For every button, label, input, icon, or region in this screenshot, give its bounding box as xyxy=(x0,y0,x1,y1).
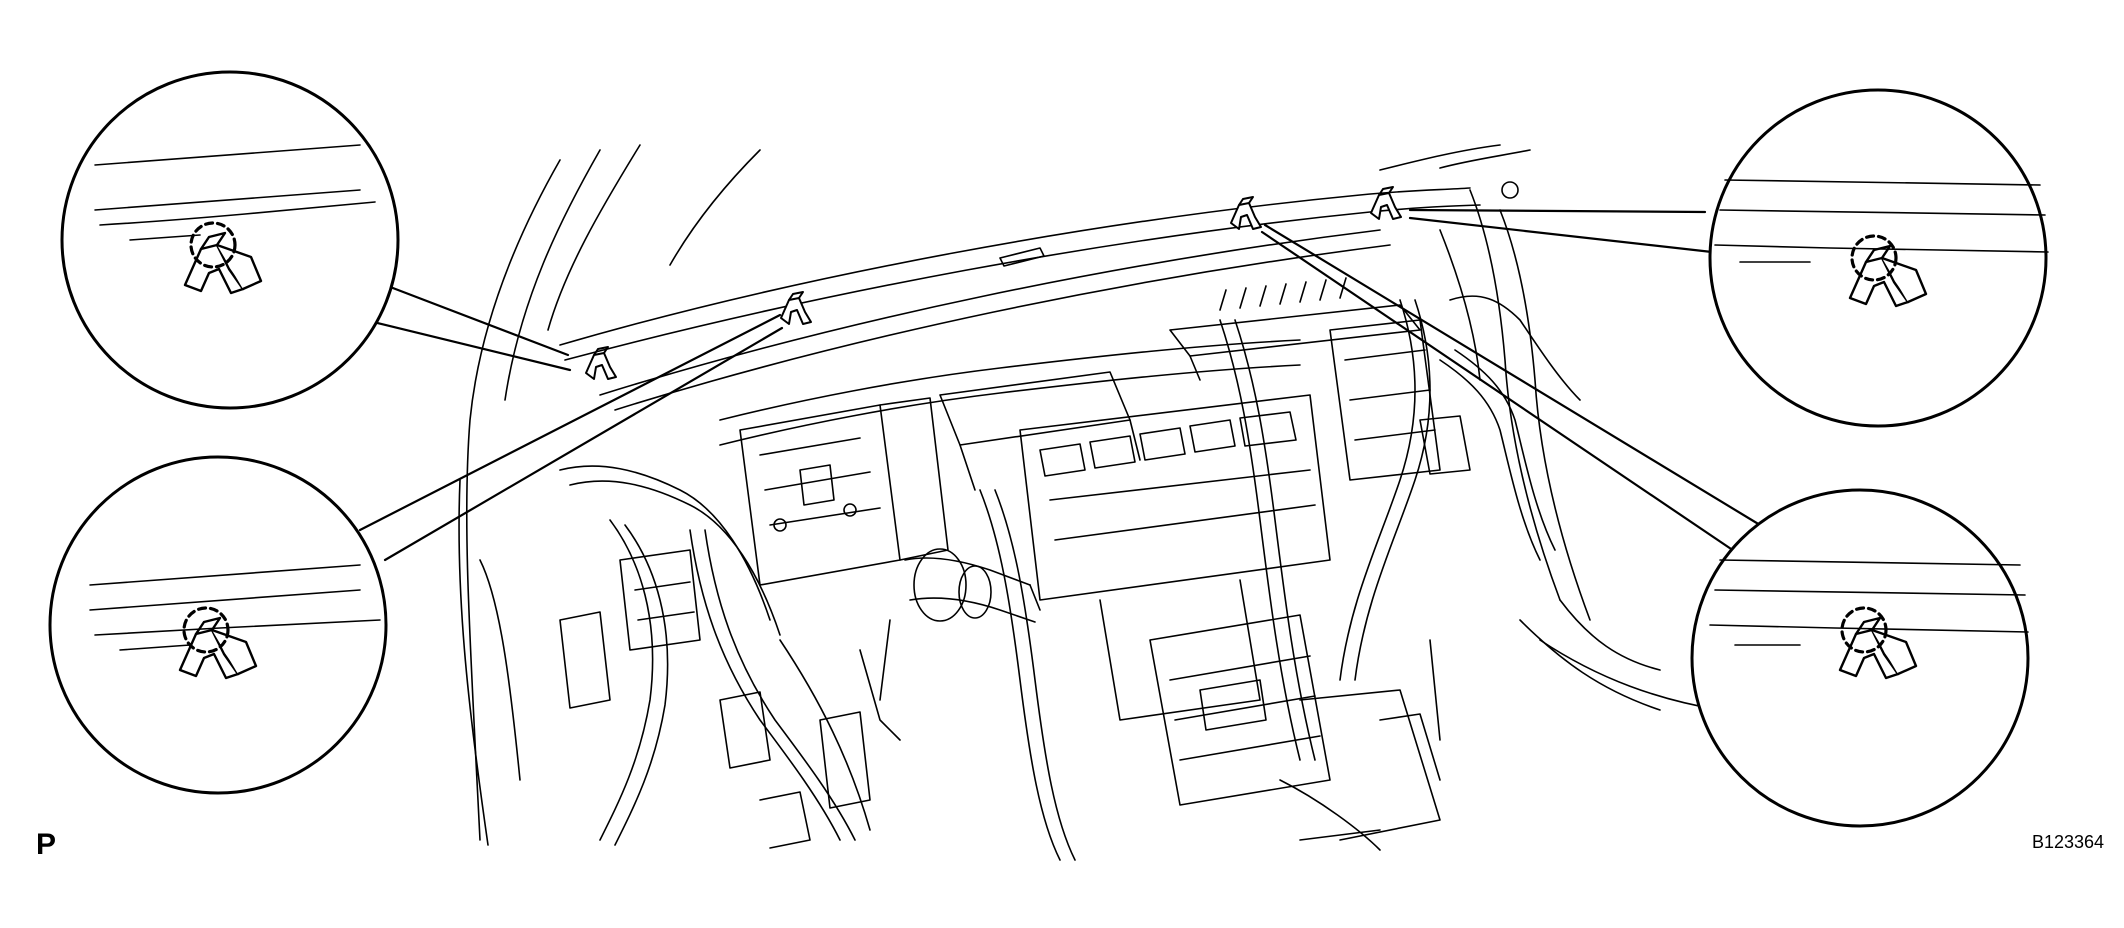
steering-support xyxy=(739,397,949,586)
callout-lower-right xyxy=(1690,488,2030,828)
wiring-harness xyxy=(559,295,1581,861)
leader-lines xyxy=(358,208,1762,562)
windshield-frame xyxy=(559,144,1531,411)
defroster-duct xyxy=(1169,277,1421,381)
clip-main-1 xyxy=(585,346,617,380)
cross-car-beam xyxy=(719,339,1301,491)
left-a-pillar xyxy=(458,144,761,846)
figure-id: B123364 xyxy=(2032,832,2105,852)
view-marker: P xyxy=(36,828,57,861)
clip-icon xyxy=(1838,606,1918,680)
clip-main-2 xyxy=(780,291,812,325)
center-console xyxy=(1149,614,1441,851)
dashboard-assembly xyxy=(458,144,1721,861)
callout-lower-left xyxy=(48,455,388,795)
lower-left-components xyxy=(479,549,871,849)
right-module xyxy=(1329,319,1471,481)
callout-upper-right xyxy=(1708,88,2049,428)
hvac-unit xyxy=(1019,394,1331,721)
clip-icon xyxy=(178,606,258,680)
clip-main-3 xyxy=(1230,196,1262,230)
steering-shaft xyxy=(859,548,1041,741)
clip-icon xyxy=(183,221,263,295)
callout-upper-left xyxy=(60,70,400,410)
clip-icon xyxy=(1848,234,1928,308)
